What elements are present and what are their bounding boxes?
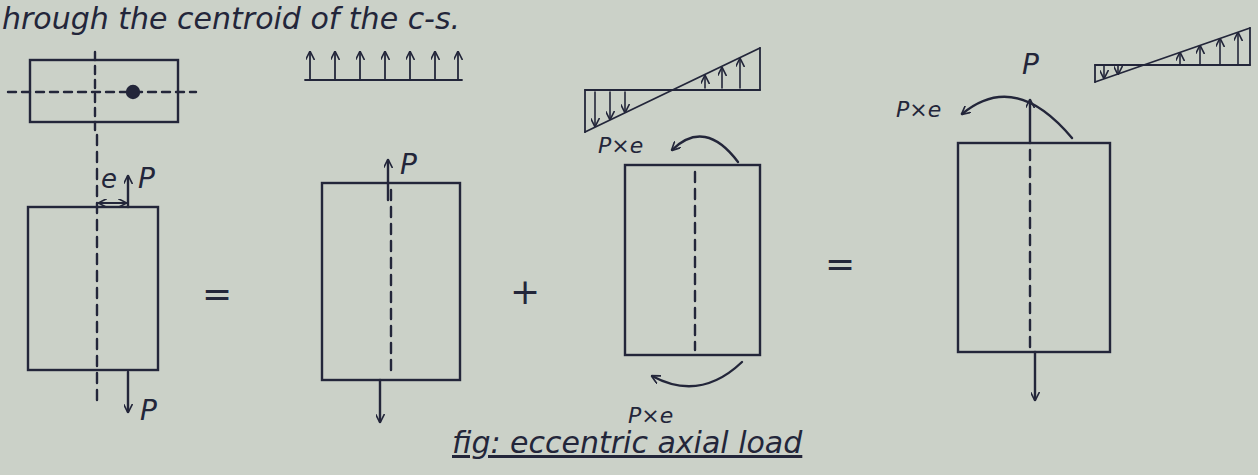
moment-arrow — [652, 362, 742, 386]
note-text: hrough the centroid of the c-s. — [2, 2, 460, 35]
moment-arrow — [672, 137, 738, 162]
stress-arrow — [457, 52, 459, 80]
load-label: P — [140, 396, 157, 427]
moment-label: P×e — [896, 98, 941, 122]
member-outline — [322, 183, 460, 380]
bending-member — [585, 48, 760, 386]
load-arrow — [1034, 352, 1036, 400]
load-arrow — [379, 380, 381, 422]
stress-arrow — [624, 92, 626, 112]
centre-line — [694, 172, 696, 350]
cross-section — [8, 52, 196, 132]
centre-line — [390, 190, 392, 375]
axial-member — [305, 52, 462, 422]
stress-arrow — [1199, 46, 1201, 64]
stress-arrow — [384, 52, 386, 80]
stress-edge — [759, 48, 761, 90]
stress-base — [305, 79, 462, 81]
stress-line — [1095, 28, 1250, 82]
member-outline — [958, 143, 1110, 352]
stress-arrow — [1179, 53, 1181, 64]
equals-sign: = — [825, 244, 855, 284]
load-label: P — [1022, 50, 1039, 81]
load-arrow — [1029, 100, 1031, 143]
figure-caption: fig: eccentric axial load — [452, 426, 802, 459]
load-point — [127, 86, 139, 98]
stress-edge — [1249, 28, 1251, 65]
centroid-axis — [94, 52, 96, 132]
load-label: P — [400, 150, 417, 181]
centroid-axis — [8, 91, 196, 93]
stress-arrow — [1219, 39, 1221, 64]
load-arrow — [387, 160, 389, 200]
eccentricity-dimension — [99, 202, 126, 204]
stress-arrow — [1117, 66, 1119, 74]
plus-sign: + — [510, 272, 540, 312]
stress-edge — [584, 90, 586, 132]
moment-label: P×e — [628, 404, 673, 428]
result-member — [958, 28, 1250, 400]
member-outline — [625, 165, 760, 355]
eccentric-member — [28, 135, 158, 412]
centre-line — [1029, 150, 1031, 348]
stress-arrow — [704, 76, 706, 88]
equals-sign: = — [202, 274, 232, 314]
stress-arrow — [434, 52, 436, 80]
stress-arrow — [359, 52, 361, 80]
stress-arrow — [309, 52, 311, 80]
centre-line — [96, 135, 98, 405]
stress-arrow — [739, 59, 741, 88]
member-outline — [28, 207, 158, 370]
stress-arrow — [409, 52, 411, 80]
load-arrow — [127, 176, 129, 207]
stress-arrow — [594, 92, 596, 126]
stress-arrow — [1103, 66, 1105, 78]
stress-arrow — [721, 68, 723, 88]
moment-label: P×e — [598, 134, 643, 158]
stress-arrow — [609, 92, 611, 119]
stress-arrow — [1237, 33, 1239, 64]
moment-arrow — [962, 97, 1072, 138]
load-arrow — [127, 372, 129, 412]
stress-arrow — [334, 52, 336, 80]
eccentricity-label: e — [101, 165, 117, 194]
stress-edge — [1094, 65, 1096, 82]
load-label: P — [138, 164, 155, 195]
stress-line — [585, 48, 760, 132]
